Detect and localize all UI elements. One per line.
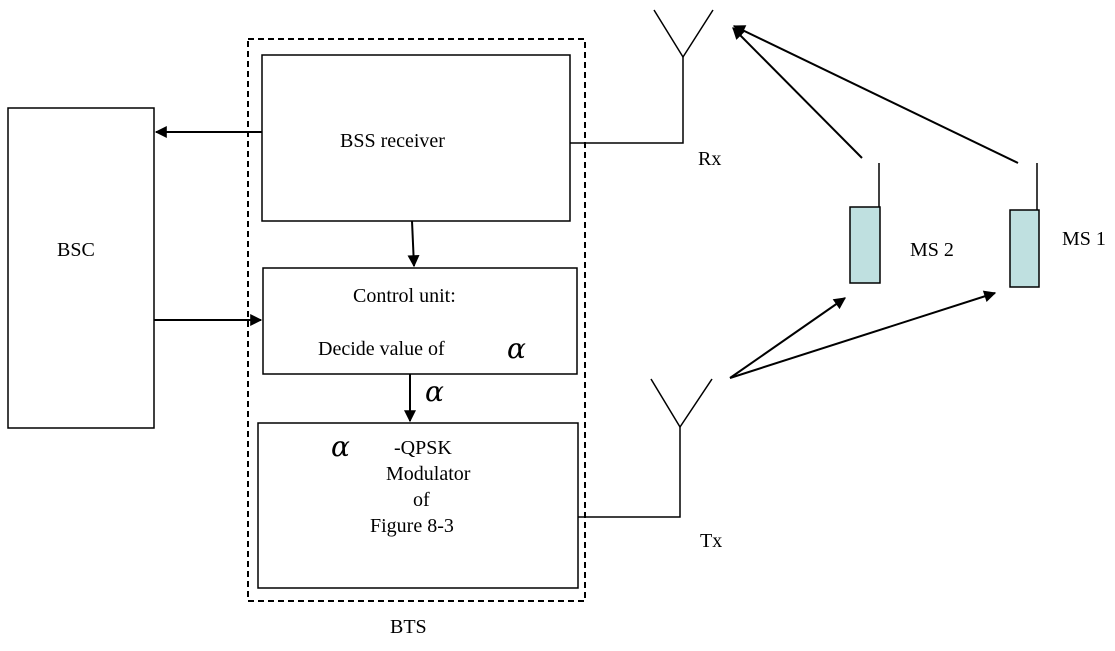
modulator-label-line4: Figure 8-3 — [370, 515, 454, 537]
tx-antenna-icon — [650, 378, 713, 429]
modulator-label-line2: Modulator — [386, 463, 471, 485]
ms1-phone-icon — [1009, 209, 1040, 288]
arrow-receiver-to-control — [407, 220, 420, 268]
tx-label: Tx — [700, 530, 722, 552]
bss-receiver-label: BSS receiver — [340, 130, 445, 152]
ms1-label: MS 1 — [1062, 228, 1106, 250]
rx-feed-line — [570, 57, 684, 144]
bts-label: BTS — [390, 616, 427, 638]
downlink-arrow-ms2 — [729, 297, 846, 379]
control-unit-block — [262, 267, 578, 375]
modulator-label-line1: -QPSK — [394, 437, 452, 459]
tx-feed-line — [578, 427, 681, 518]
downlink-arrow-ms1 — [729, 290, 997, 379]
control-unit-alpha-symbol: α — [507, 332, 526, 365]
control-unit-label-line1: Control unit: — [353, 285, 456, 307]
bsc-block — [7, 107, 155, 429]
modulator-alpha-symbol: α — [331, 430, 350, 463]
bsc-label: BSC — [57, 239, 95, 261]
rx-label: Rx — [698, 148, 721, 170]
control-unit-label-line2: Decide value of — [318, 338, 445, 360]
uplink-arrow-ms2 — [732, 27, 863, 159]
modulator-label-line3: of — [413, 489, 430, 511]
modulator-block — [257, 422, 579, 589]
rx-antenna-icon — [653, 9, 714, 59]
alpha-signal-label: α — [425, 375, 444, 408]
bss-receiver-block — [261, 54, 571, 222]
ms2-phone-icon — [849, 206, 881, 284]
ms2-label: MS 2 — [910, 239, 954, 261]
uplink-arrow-ms1 — [732, 25, 1019, 164]
